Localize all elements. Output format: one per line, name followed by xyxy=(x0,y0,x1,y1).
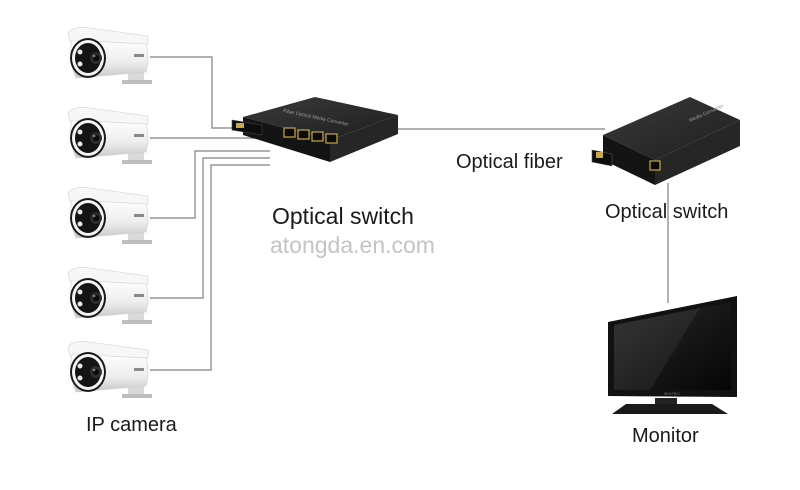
ip-camera-label: IP camera xyxy=(86,414,177,436)
camera-2 xyxy=(67,107,152,164)
ethernet-port-4 xyxy=(325,133,338,144)
camera-4 xyxy=(67,267,152,324)
sfp-module xyxy=(231,119,263,136)
camera-3 xyxy=(67,187,152,244)
camera-cables xyxy=(150,56,270,371)
converter-ethernet-port xyxy=(649,160,661,171)
cable-camera-5 xyxy=(150,164,270,371)
optical-switch-remote: Media Converter xyxy=(591,97,740,185)
monitor-label: Monitor xyxy=(632,425,699,447)
camera-group xyxy=(67,27,152,398)
monitor: MINTBO xyxy=(608,296,737,414)
remote-switch-label: Optical switch xyxy=(605,201,729,223)
cable-camera-4 xyxy=(150,157,270,299)
camera-5 xyxy=(67,341,152,398)
fiber-port xyxy=(591,149,613,167)
monitor-brand: MINTBO xyxy=(664,391,680,396)
cable-camera-3 xyxy=(150,150,270,219)
ethernet-port-1 xyxy=(283,127,296,138)
watermark: atongda.en.com xyxy=(270,232,435,258)
ethernet-ports xyxy=(283,127,338,144)
ethernet-port-2 xyxy=(297,129,310,140)
ethernet-port-3 xyxy=(311,131,324,142)
camera-1 xyxy=(67,27,152,84)
cable-camera-1 xyxy=(150,56,236,129)
optical-fiber-label: Optical fiber xyxy=(456,151,563,173)
optical-switch-main: Fiber Optical Media Converter xyxy=(231,97,398,162)
main-switch-label: Optical switch xyxy=(272,203,414,229)
